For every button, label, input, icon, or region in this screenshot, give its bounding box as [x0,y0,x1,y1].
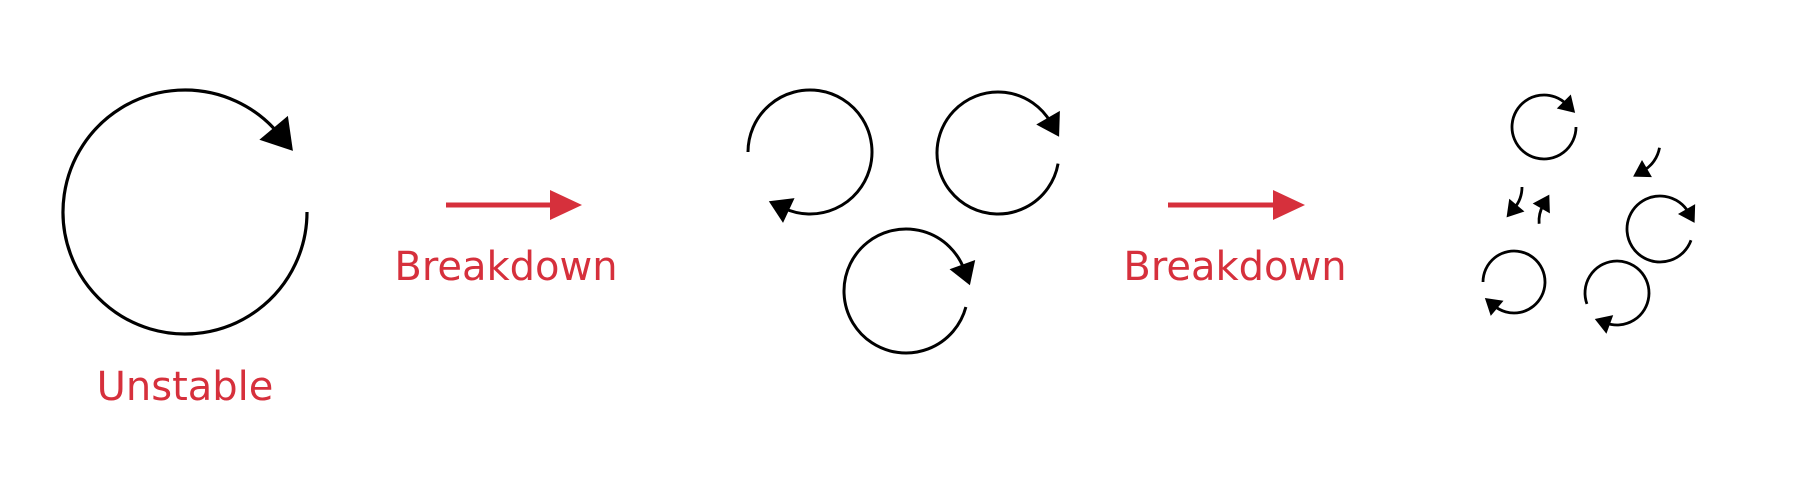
eddy-arrowhead [1556,94,1576,113]
unstable-label: Unstable [97,364,274,410]
eddy-arrowhead [1532,194,1550,214]
arrow-head [1273,190,1305,220]
stage-2-eddy-1 [746,88,874,223]
eddy-arrowhead [1036,110,1060,137]
eddy-arc [1625,194,1693,264]
breakdown-label-1: Breakdown [394,244,617,290]
eddy-arrowhead [768,198,795,223]
eddy-arc [935,90,1060,216]
stage-3-eddy-5 [1625,194,1696,264]
stage-2-eddy-3 [842,227,976,355]
eddy-arrowhead [1484,298,1504,316]
transition-arrows [446,190,1305,220]
eddy-arc [746,88,874,216]
stage-3-eddy-4 [1532,194,1550,224]
eddy-arc [1583,259,1651,327]
eddy-arc [842,227,968,355]
breakdown-label-2: Breakdown [1123,244,1346,290]
breakdown-arrow-2 [1168,190,1305,220]
stage-3-eddy-3 [1506,186,1525,218]
eddy-arrowhead [1677,204,1696,223]
stage-3-eddy-1 [1510,93,1578,161]
eddy-arrowhead [259,115,293,151]
eddy-arrowhead [1633,159,1652,178]
eddy-arrowhead [949,259,976,286]
stage-1-eddy-1 [61,88,309,336]
breakdown-arrow-1 [446,190,582,220]
stage-2-eddy-2 [935,90,1060,216]
eddy-arc [1481,249,1547,315]
eddy-arrowhead [1506,198,1525,218]
stage-3-eddy-2 [1633,147,1661,178]
eddy-arrowhead [1594,315,1614,334]
eddy-arc [1510,93,1578,161]
arrow-head [550,190,582,220]
eddies-layer [61,88,1696,355]
stage-3-eddy-6 [1481,249,1547,316]
stage-3-eddy-7 [1583,259,1651,334]
eddy-arc [61,88,309,336]
